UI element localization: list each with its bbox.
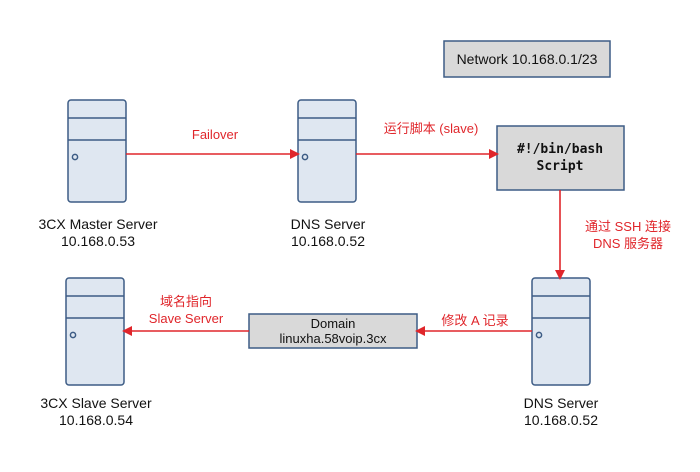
master-server-ip: 10.168.0.53 — [61, 233, 135, 249]
ssh-label-line2: DNS 服务器 — [593, 236, 663, 251]
dns-top-name: DNS Server — [291, 216, 366, 232]
slave-server-ip: 10.168.0.54 — [59, 412, 133, 428]
domain-line2: linuxha.58voip.3cx — [280, 331, 387, 346]
slave-server-icon — [65, 277, 125, 386]
dns-server-bottom-icon — [531, 277, 591, 386]
dns-bottom-name: DNS Server — [524, 395, 599, 411]
domain-box: Domain linuxha.58voip.3cx — [248, 313, 418, 349]
script-line2: Script — [537, 159, 584, 174]
run-script-label: 运行脚本 (slave) — [384, 121, 479, 136]
dns-top-ip: 10.168.0.52 — [291, 233, 365, 249]
network-label-box: Network 10.168.0.1/23 — [443, 40, 611, 78]
domain-point-label-line1: 域名指向 — [160, 294, 212, 309]
master-server-icon — [67, 99, 127, 203]
ssh-label-line1: 通过 SSH 连接 — [585, 219, 671, 234]
slave-server-name: 3CX Slave Server — [40, 395, 152, 411]
failover-label: Failover — [192, 127, 239, 142]
domain-point-label-line2: Slave Server — [149, 311, 224, 326]
domain-line1: Domain — [311, 316, 356, 331]
network-label: Network 10.168.0.1/23 — [457, 51, 598, 67]
dns-bottom-ip: 10.168.0.52 — [524, 412, 598, 428]
modify-record-label: 修改 A 记录 — [441, 313, 508, 328]
script-box: #!/bin/bash Script — [496, 125, 625, 191]
master-server-name: 3CX Master Server — [38, 216, 157, 232]
script-line1: #!/bin/bash — [517, 142, 603, 157]
dns-server-top-icon — [297, 99, 357, 203]
